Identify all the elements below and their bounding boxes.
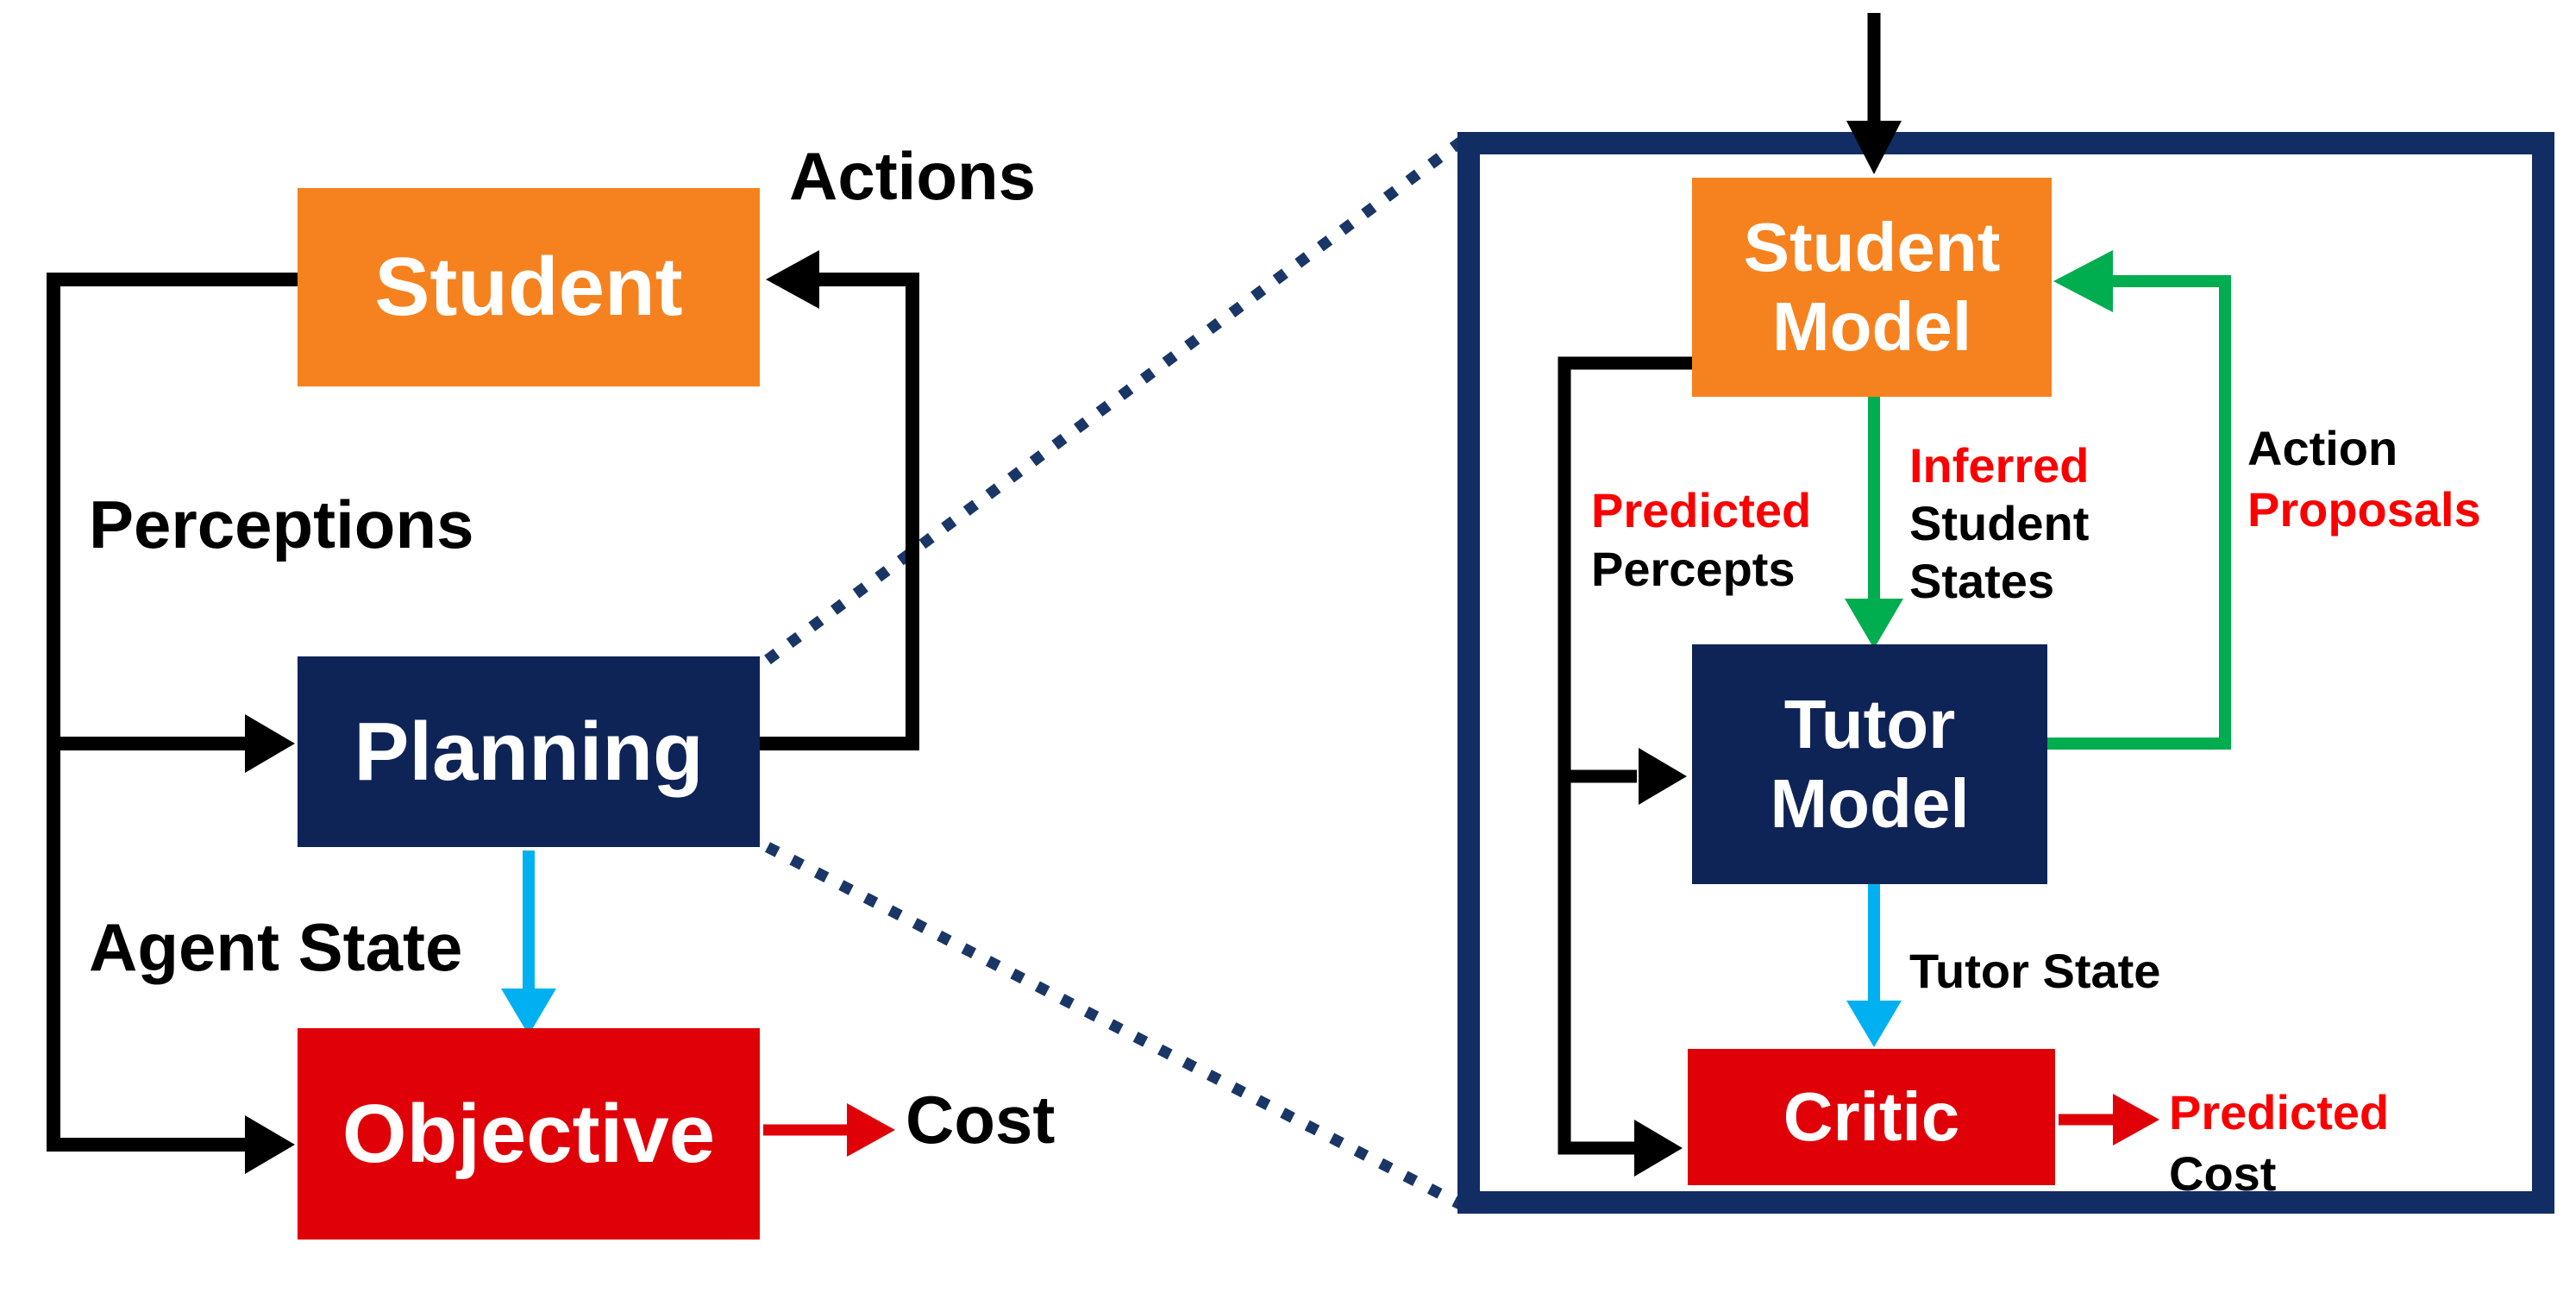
student-box-label: Student bbox=[374, 241, 683, 333]
action-proposals-loop-arrow bbox=[2047, 250, 2231, 750]
detail-panel-border bbox=[1457, 132, 2554, 1214]
predicted-percepts-label: Predicted Percepts bbox=[1591, 481, 1811, 599]
action-proposals-line2: Proposals bbox=[2247, 482, 2481, 537]
inferred-line2: Student bbox=[1909, 496, 2090, 550]
cost-label: Cost bbox=[906, 1082, 1056, 1158]
tutor-state-arrow bbox=[1846, 884, 1902, 1047]
action-proposals-label: Action Proposals bbox=[2247, 417, 2481, 540]
tutor-state-arrowhead bbox=[1846, 1001, 1902, 1047]
agent-state-arrowhead bbox=[501, 989, 556, 1035]
critic-in-arrowhead bbox=[1634, 1120, 1683, 1177]
predicted-cost-label: Predicted Cost bbox=[2169, 1082, 2389, 1204]
predicted-percepts-line bbox=[1558, 356, 1692, 1155]
panel-input-arrow bbox=[1846, 13, 1902, 174]
dotted-line-top bbox=[764, 135, 1467, 665]
inferred-line3: States bbox=[1909, 554, 2055, 608]
student-in-arrowhead bbox=[766, 250, 819, 309]
inferred-states-arrowhead bbox=[1845, 599, 1903, 649]
student-box: Student bbox=[298, 188, 760, 386]
cost-arrow bbox=[763, 1103, 895, 1157]
inferred-student-states-label: Inferred Student States bbox=[1909, 436, 2090, 610]
agent-state-label: Agent State bbox=[89, 909, 463, 985]
predicted-cost-line2: Cost bbox=[2169, 1146, 2277, 1201]
predicted-cost-line1: Predicted bbox=[2169, 1085, 2390, 1139]
perceptions-label: Perceptions bbox=[89, 486, 474, 562]
predicted-percepts-line2: Percepts bbox=[1591, 542, 1796, 596]
action-proposals-line1: Action bbox=[2247, 421, 2398, 475]
student-model-box: Student Model bbox=[1692, 178, 2052, 397]
actions-loop-arrow bbox=[760, 250, 919, 750]
critic-box: Critic bbox=[1688, 1049, 2055, 1185]
actions-line bbox=[760, 273, 919, 750]
planning-box: Planning bbox=[298, 656, 760, 847]
objective-box-label: Objective bbox=[342, 1087, 716, 1180]
tutor-model-label-line1: Tutor bbox=[1783, 686, 1956, 763]
objective-box: Objective bbox=[298, 1028, 760, 1240]
panel-input-arrowhead bbox=[1846, 121, 1902, 174]
tutor-model-label-line2: Model bbox=[1770, 765, 1970, 842]
cost-arrowhead bbox=[847, 1103, 895, 1157]
dotted-line-bottom bbox=[765, 842, 1466, 1211]
planning-box-label: Planning bbox=[354, 705, 704, 798]
inferred-states-arrow bbox=[1845, 397, 1903, 649]
predicted-cost-arrow bbox=[2059, 1094, 2159, 1145]
tutor-model-box: Tutor Model bbox=[1692, 644, 2047, 884]
critic-box-label: Critic bbox=[1783, 1078, 1960, 1155]
student-output-line bbox=[47, 273, 298, 1152]
zoom-detail-dotted-lines bbox=[764, 135, 1467, 1211]
predicted-percepts-line1: Predicted bbox=[1591, 483, 1812, 537]
inferred-line1: Inferred bbox=[1909, 438, 2090, 493]
predicted-cost-arrowhead bbox=[2113, 1094, 2159, 1145]
agent-state-arrow bbox=[501, 850, 556, 1035]
actions-label: Actions bbox=[789, 138, 1037, 214]
action-proposals-line bbox=[2047, 275, 2231, 750]
tutor-in-arrowhead bbox=[1639, 748, 1687, 805]
student-output-loop-arrow bbox=[47, 273, 298, 1174]
student-model-label-line1: Student bbox=[1743, 209, 2001, 286]
tutor-state-label: Tutor State bbox=[1909, 944, 2161, 998]
planning-in-arrowhead bbox=[245, 714, 295, 773]
student-model-label-line2: Model bbox=[1771, 288, 1972, 365]
predicted-percepts-loop-arrow bbox=[1558, 356, 1692, 1177]
objective-in-arrowhead bbox=[245, 1115, 295, 1174]
student-model-in-arrowhead bbox=[2053, 250, 2113, 312]
